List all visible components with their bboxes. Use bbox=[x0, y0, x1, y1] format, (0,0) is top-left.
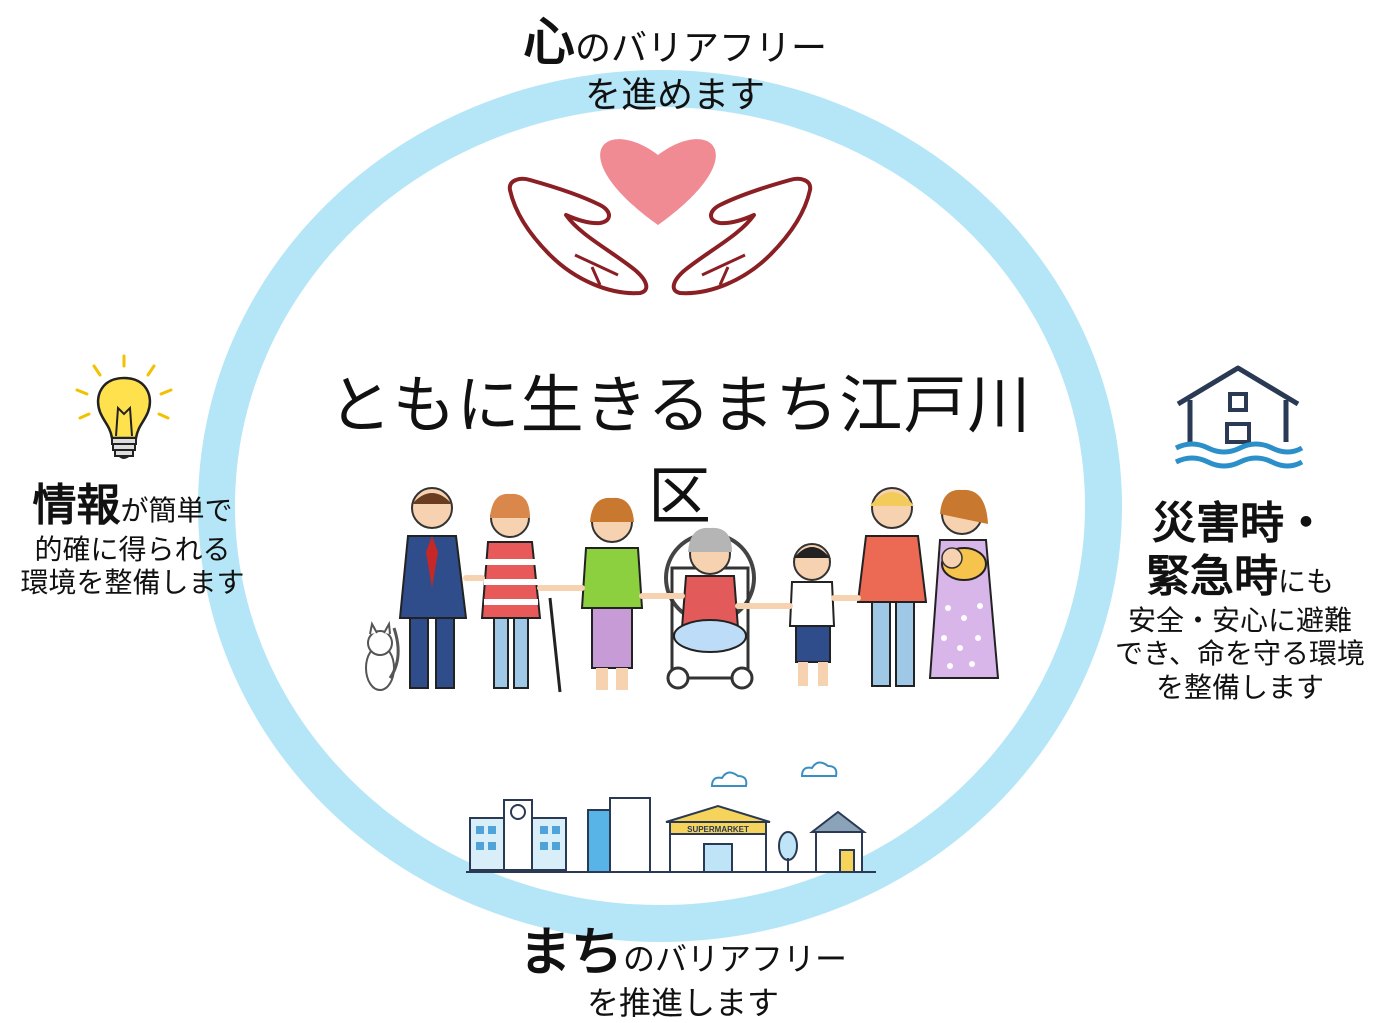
bottom-rest: のバリアフリー bbox=[623, 940, 848, 978]
left-emphasis: 情報 bbox=[32, 480, 121, 531]
people-illustration bbox=[365, 487, 1000, 693]
bottom-line2: を推進します bbox=[586, 984, 779, 1023]
top-rest: のバリアフリー bbox=[575, 28, 828, 69]
woman-with-baby-figure bbox=[928, 489, 1000, 679]
light-bulb-icon bbox=[75, 354, 173, 459]
flooded-house-icon bbox=[1174, 365, 1304, 469]
left-line2: 的確に得られる bbox=[34, 532, 231, 566]
right-emphasis: 緊急時 bbox=[1145, 550, 1278, 602]
page-title: ともに生きるまち江戸川区 bbox=[328, 369, 1032, 533]
woman-in-cardigan-figure bbox=[580, 497, 644, 690]
left-line3: 環境を整備します bbox=[20, 566, 245, 600]
top-emphasis: 心 bbox=[522, 13, 575, 73]
bottom-emphasis: まち bbox=[518, 923, 623, 983]
man-in-red-figure bbox=[856, 487, 928, 687]
heart-in-hands-icon bbox=[507, 139, 813, 296]
right-line1: 災害時・ bbox=[1152, 498, 1328, 549]
cat-figure bbox=[365, 620, 400, 691]
right-line5: を整備します bbox=[1155, 670, 1324, 704]
right-line4: でき、命を守る環境 bbox=[1114, 637, 1366, 671]
boy-figure bbox=[788, 543, 836, 686]
right-rest: にも bbox=[1277, 564, 1334, 598]
town-buildings-icon: SUPERMARKET bbox=[466, 761, 876, 873]
bottom-caption: まちのバリアフリー を推進します bbox=[478, 922, 888, 1023]
left-rest: が簡単で bbox=[120, 494, 233, 527]
left-caption: 情報が簡単で 的確に得られる 環境を整備します bbox=[5, 480, 260, 600]
top-caption: 心のバリアフリー を進めます bbox=[470, 12, 880, 118]
right-line3: 安全・安心に避難 bbox=[1127, 603, 1352, 637]
wheelchair-user-figure bbox=[664, 527, 756, 690]
woman-with-cane-figure bbox=[480, 493, 562, 693]
top-line2: を進めます bbox=[584, 75, 765, 117]
right-caption: 災害時・ 緊急時にも 安全・安心に避難 でき、命を守る環境 を整備します bbox=[1085, 498, 1395, 704]
supermarket-sign: SUPERMARKET bbox=[687, 825, 749, 834]
man-in-suit-figure bbox=[398, 487, 468, 689]
